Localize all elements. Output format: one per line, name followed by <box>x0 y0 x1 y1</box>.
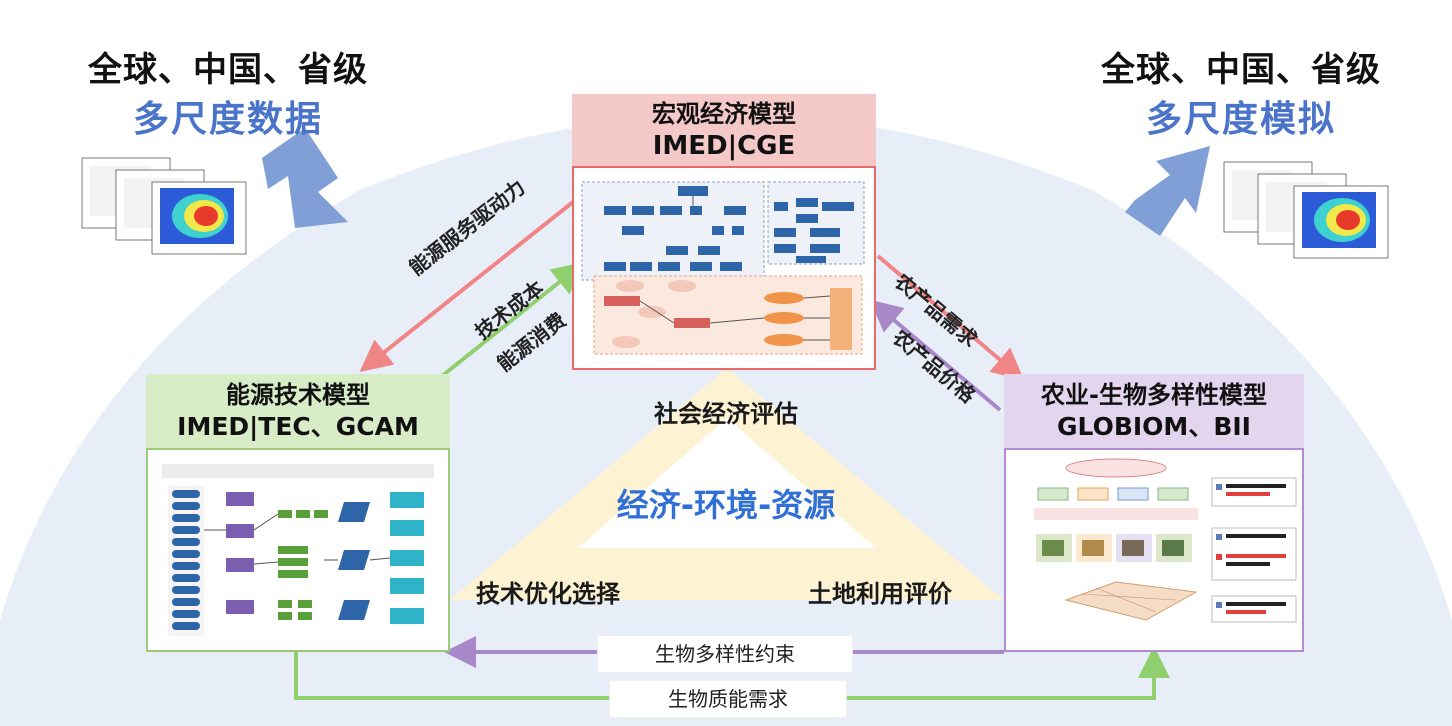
macro-model-diagram-panel <box>572 166 876 370</box>
center-triangle-inner <box>578 418 876 548</box>
right-heading-line2: 多尺度模拟 <box>1145 99 1336 140</box>
agri-model-diagram-panel <box>1004 448 1304 652</box>
left-down-arrow <box>262 128 348 228</box>
arrow-macro-to-energy <box>359 196 580 372</box>
energy-model-flowchart <box>162 464 434 636</box>
macro-model-flowchart <box>581 181 865 355</box>
tech-optimization-label: 技术优化选择 <box>476 580 620 608</box>
right-up-arrow <box>1125 146 1210 236</box>
biomass-demand-label: 生物质能需求 <box>610 681 846 717</box>
left-heading-line2: 多尺度数据 <box>132 99 323 140</box>
economy-environment-resource-label: 经济-环境-资源 <box>616 486 836 524</box>
right-map-thumbnails <box>1222 160 1392 260</box>
socioeconomic-assessment-label: 社会经济评估 <box>654 400 798 428</box>
left-heading-line1: 全球、中国、省级 <box>88 50 368 90</box>
left-map-thumbnails <box>80 156 250 256</box>
agri-model-title: 农业-生物多样性模型 <box>1041 381 1267 409</box>
biodiversity-constraint-label: 生物多样性约束 <box>598 636 852 672</box>
land-use-evaluation-label: 土地利用评价 <box>808 580 952 608</box>
macro-model-subtitle: IMED|CGE <box>652 131 796 161</box>
arrow-agri-to-macro <box>869 299 1002 412</box>
arrow-energy-to-macro <box>440 262 585 378</box>
agri-model-subtitle: GLOBIOM、BII <box>1057 412 1251 441</box>
arrow-macro-to-agri <box>876 254 1025 381</box>
energy-model-title: 能源技术模型 <box>226 381 370 409</box>
macro-model-title: 宏观经济模型 <box>652 100 796 128</box>
energy-model-header: 能源技术模型 IMED|TEC、GCAM <box>146 374 450 448</box>
energy-model-diagram-panel <box>146 448 450 652</box>
agri-model-flowchart <box>1034 458 1297 623</box>
energy-model-subtitle: IMED|TEC、GCAM <box>177 412 419 441</box>
macro-model-header: 宏观经济模型 IMED|CGE <box>572 94 876 166</box>
right-heading-line1: 全球、中国、省级 <box>1101 50 1381 90</box>
agri-model-header: 农业-生物多样性模型 GLOBIOM、BII <box>1004 374 1304 448</box>
